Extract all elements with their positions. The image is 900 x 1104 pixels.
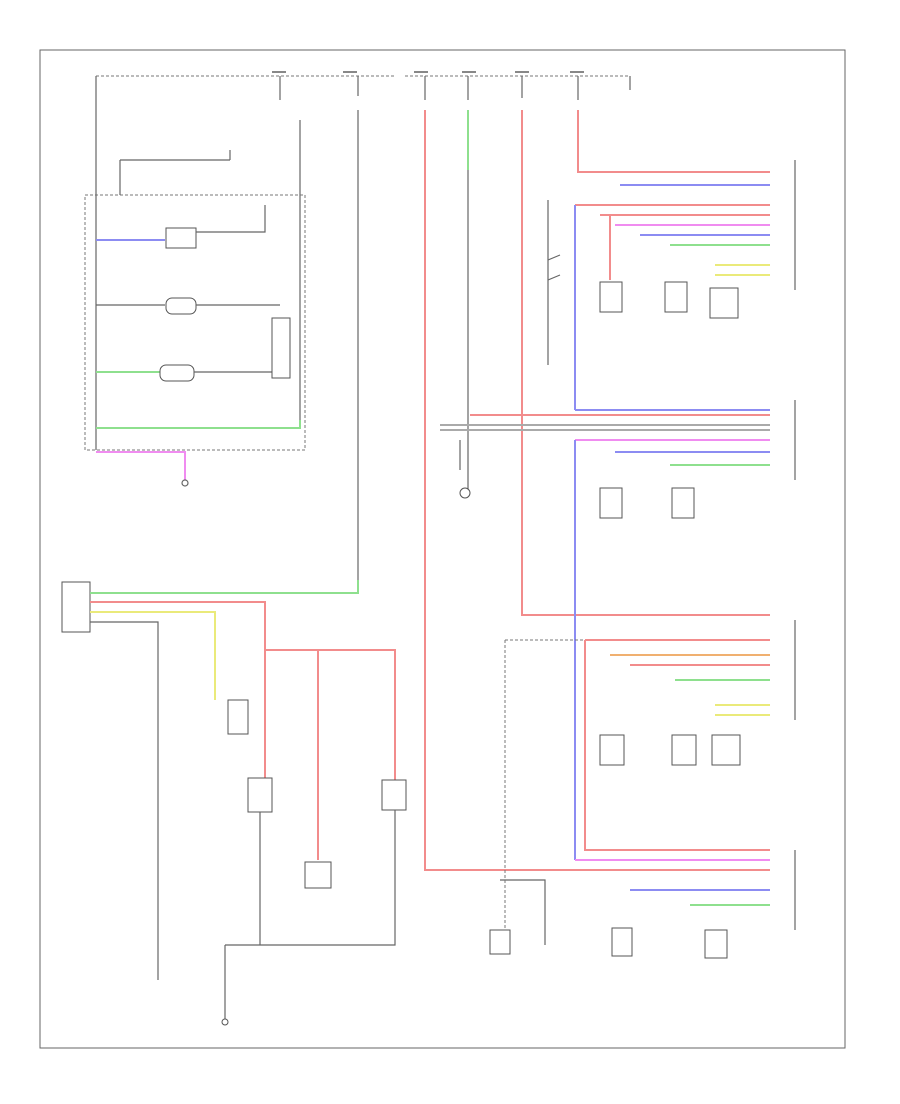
wire-red-top-connector — [577, 110, 770, 173]
switch-component-left — [271, 317, 291, 379]
wire-red-lower-left — [90, 601, 266, 800]
center-ground-point — [459, 487, 471, 499]
pink-wire-terminal — [181, 479, 189, 487]
heater-component-right-4 — [704, 929, 728, 959]
relay-1-output — [196, 205, 266, 233]
wire-red-heater-loop — [265, 649, 396, 780]
fuse-marker-5 — [515, 71, 529, 73]
junction-block-left — [84, 194, 306, 451]
fuse-marker-3 — [414, 71, 428, 73]
bundle-3-red-drop — [584, 640, 770, 851]
fuse-marker-6 — [570, 71, 584, 73]
lamp-component-right-2 — [671, 487, 695, 519]
connector-lower-left — [61, 581, 91, 633]
fuse-marker-4 — [462, 71, 476, 73]
wire-red-main-center — [424, 110, 770, 871]
right-vertical-taps — [547, 254, 561, 281]
relay-component-1 — [165, 227, 197, 249]
switch-component-right-4 — [611, 927, 633, 957]
switch-component-lower-center — [381, 779, 407, 811]
ground-point-bottom-left — [221, 1018, 229, 1026]
heater-component-right-3 — [711, 734, 741, 766]
switch-component-lower-left — [227, 699, 249, 735]
motor-component-right-1 — [664, 281, 688, 313]
wire-green-lower-left — [90, 580, 359, 594]
lamp-component-1 — [165, 297, 197, 315]
motor-component-right-3 — [671, 734, 697, 766]
dashed-shield-lower — [504, 639, 585, 930]
fuse-marker-1 — [272, 71, 286, 73]
wire-red-right-loop — [521, 110, 770, 616]
wire-black-lower-left — [90, 621, 159, 980]
switch-component-center-lower — [489, 929, 511, 955]
diagram-frame — [39, 49, 846, 1049]
relay-component-lower — [304, 861, 332, 889]
wire-yellow-lower-left — [90, 611, 216, 700]
lamp-component-2 — [159, 364, 195, 382]
fuse-drop-lines — [279, 76, 631, 100]
junction-switch-feed — [119, 150, 231, 195]
heater-component-lower — [247, 777, 273, 813]
switch-component-right-2 — [599, 487, 623, 519]
center-lower-switch-lead — [500, 879, 546, 945]
wire-pink — [96, 451, 186, 480]
wire-green-bottom — [96, 420, 301, 429]
heater-component-right-1 — [709, 287, 739, 319]
switch-component-right-1 — [599, 281, 623, 313]
upper-vertical-feeds — [299, 110, 359, 580]
fuse-marker-2 — [343, 71, 357, 73]
switch-component-right-3 — [599, 734, 625, 766]
lower-ground-bus — [225, 810, 396, 946]
